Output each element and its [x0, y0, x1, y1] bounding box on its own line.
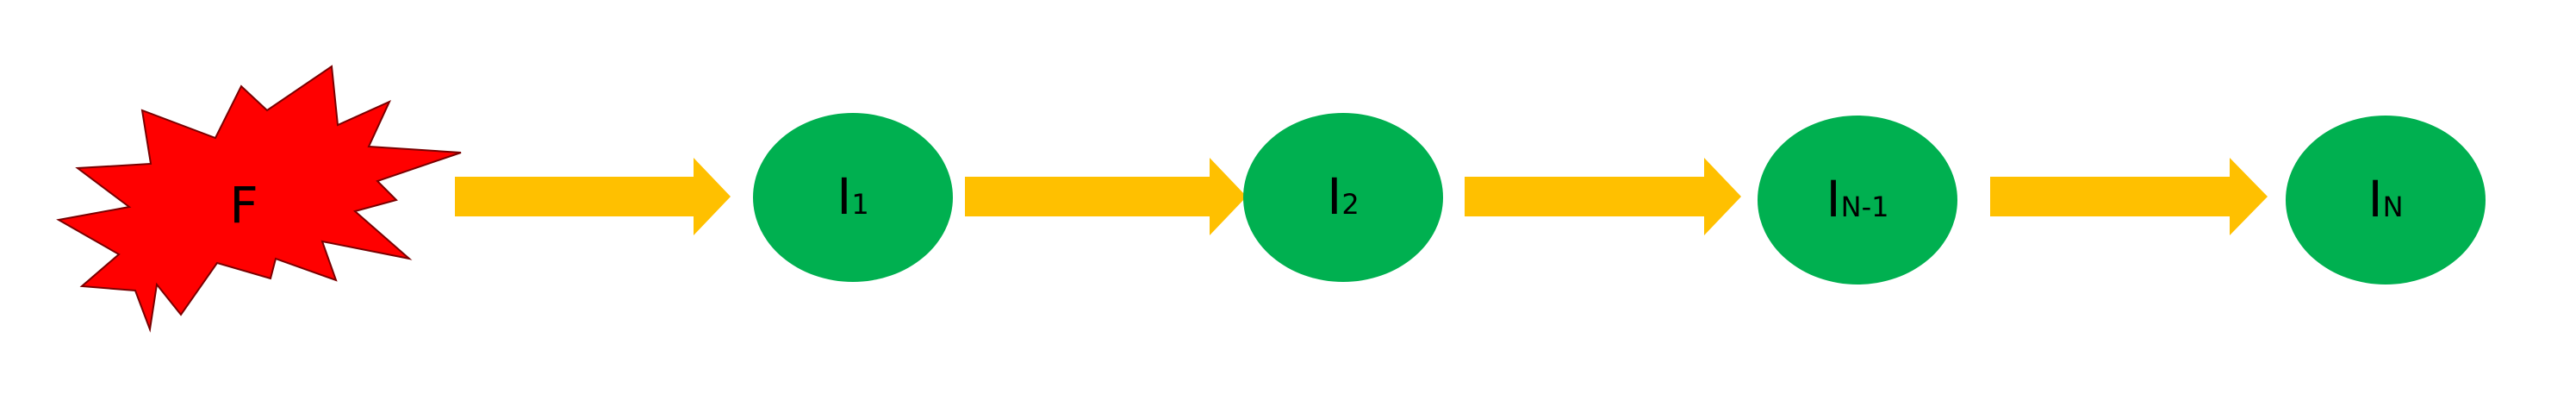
arrow-i2-to-in-1 [1465, 158, 1741, 235]
node-i1: I1 [753, 113, 953, 282]
svg-text:I1: I1 [837, 167, 868, 226]
node-in-1: IN-1 [1758, 116, 1957, 285]
source-label: F [229, 176, 258, 235]
node-in-1-ellipse [1758, 116, 1957, 285]
node-in-ellipse [2286, 116, 2486, 285]
node-i2: I2 [1243, 113, 1443, 282]
svg-text:IN: IN [2368, 170, 2403, 228]
source-starburst-shape [56, 65, 462, 333]
node-i2-base: I [1327, 167, 1341, 226]
arrow-i1-to-i2 [965, 158, 1247, 235]
arrow-in-1-to-in [1990, 158, 2268, 235]
node-in-1-base: I [1826, 170, 1841, 228]
arrow-source-to-i1 [455, 158, 731, 235]
svg-text:I2: I2 [1327, 167, 1359, 226]
node-i2-subscript: 2 [1341, 188, 1359, 221]
node-i1-base: I [837, 167, 851, 226]
node-i1-ellipse [753, 113, 953, 282]
node-in-1-subscript: N-1 [1841, 191, 1889, 223]
node-i1-subscript: 1 [851, 188, 868, 221]
source-node: F [56, 65, 462, 333]
node-in-base: I [2368, 170, 2382, 228]
node-in: IN [2286, 116, 2486, 285]
svg-text:IN-1: IN-1 [1826, 170, 1889, 228]
node-i2-ellipse [1243, 113, 1443, 282]
node-in-subscript: N [2383, 191, 2404, 223]
